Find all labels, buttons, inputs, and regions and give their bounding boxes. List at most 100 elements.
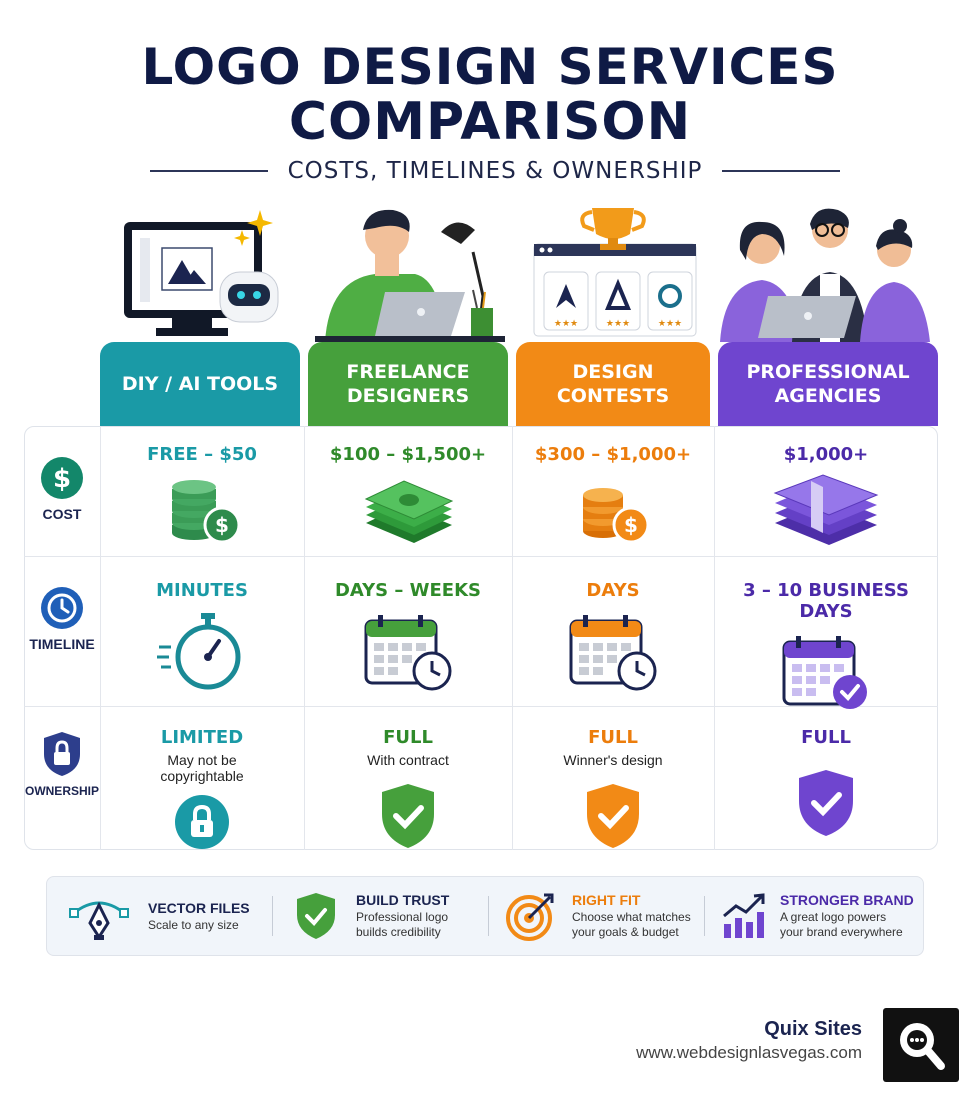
feature-title: BUILD TRUST: [356, 892, 450, 908]
ownership-note: copyrightable: [160, 768, 244, 784]
stopwatch-icon: [157, 613, 241, 690]
cost-value: FREE – $50: [147, 444, 257, 465]
feature-title: STRONGER BRAND: [780, 892, 914, 908]
cost-cell-agencies: $1,000+: [714, 444, 938, 547]
cost-value: $100 – $1,500+: [329, 444, 487, 465]
cash-stack-icon: [364, 480, 454, 543]
row-label-cost: $ COST: [24, 456, 100, 522]
features-strip: [46, 876, 924, 956]
feature-desc: builds credibility: [356, 925, 441, 939]
shield-check-icon: [587, 784, 639, 848]
coin-stack-icon: $: [172, 480, 241, 544]
feature-desc: Scale to any size: [148, 917, 239, 932]
divider: [24, 556, 938, 557]
calendar-check-icon: [782, 636, 867, 709]
feature-title: RIGHT FIT: [572, 892, 641, 908]
clock-icon: [41, 587, 83, 629]
calendar-clock-icon: [569, 615, 657, 691]
column-label: DESIGN: [572, 361, 654, 383]
timeline-value: DAYS – WEEKS: [334, 580, 482, 601]
svg-text:★★★: ★★★: [658, 318, 682, 328]
pen-tool-icon: [69, 901, 129, 940]
cost-cell-contests: $300 – $1,000+ $: [512, 444, 714, 545]
svg-text:$: $: [215, 513, 229, 537]
divider: [714, 426, 715, 850]
brand-logo: [883, 1008, 959, 1082]
trophy-browser-icon: ★★★ ★★★ ★★★: [533, 208, 697, 337]
subtitle: COSTS, TIMELINES & OWNERSHIP: [287, 158, 703, 184]
svg-text:$: $: [624, 513, 638, 537]
ownership-cell-contests: FULL Winner's design: [512, 727, 714, 850]
feature-desc: A great logo powers: [780, 910, 887, 924]
feature-right-fit: RIGHT FIT Choose what matches your goals…: [506, 876, 691, 956]
divider: [272, 896, 273, 936]
shield-check-icon: [382, 784, 434, 848]
brand-block: Quix Sites www.webdesignlasvegas.com: [636, 1018, 862, 1063]
coin-stack-icon: $: [583, 488, 650, 544]
row-label-ownership: OWNERSHIP: [24, 730, 100, 798]
ownership-cell-diy: LIMITED May not be copyrightable: [100, 727, 304, 850]
ownership-value: LIMITED: [160, 727, 244, 748]
cost-cell-diy: FREE – $50 $: [100, 444, 304, 545]
magnifier-chat-icon: [900, 1023, 945, 1070]
feature-vector-files: VECTOR FILES Scale to any size: [68, 876, 250, 956]
column-header-diy-ai-tools: DIY / AI TOOLS: [100, 342, 300, 426]
divider: [304, 426, 305, 850]
shield-check-icon: [297, 893, 335, 939]
feature-desc: your brand everywhere: [780, 925, 903, 939]
computer-robot-icon: [124, 210, 279, 336]
ownership-value: FULL: [801, 727, 851, 748]
brand-name: Quix Sites: [764, 1018, 862, 1040]
ownership-value: FULL: [588, 727, 638, 748]
growth-chart-icon: [723, 893, 765, 938]
divider: [512, 426, 513, 850]
divider: [150, 170, 268, 172]
ownership-note: May not be: [167, 752, 237, 768]
cash-bundle-icon: [773, 474, 879, 545]
column-label: CONTESTS: [556, 385, 670, 407]
ownership-note: With contract: [367, 752, 449, 768]
dollar-icon: $: [41, 457, 83, 499]
timeline-cell-agencies: 3 – 10 BUSINESS DAYS: [714, 580, 938, 712]
svg-text:★★★: ★★★: [554, 318, 578, 328]
row-label-text: TIMELINE: [29, 636, 95, 652]
svg-text:★★★: ★★★: [606, 318, 630, 328]
cost-cell-freelance: $100 – $1,500+: [304, 444, 512, 545]
brand-url: www.webdesignlasvegas.com: [636, 1043, 862, 1062]
padlock-icon: [44, 732, 80, 776]
ownership-cell-freelance: FULL With contract: [304, 727, 512, 850]
feature-desc: your goals & budget: [572, 925, 679, 939]
timeline-cell-diy: MINUTES: [100, 580, 304, 691]
feature-build-trust: BUILD TRUST Professional logo builds cre…: [294, 876, 449, 956]
column-label: AGENCIES: [774, 385, 882, 407]
svg-text:$: $: [53, 464, 71, 494]
divider: [24, 706, 938, 707]
timeline-value: MINUTES: [156, 580, 248, 601]
calendar-clock-icon: [364, 615, 452, 691]
feature-desc: Choose what matches: [572, 910, 691, 924]
target-icon: [506, 893, 554, 941]
page-title-line1: LOGO DESIGN SERVICES: [141, 38, 839, 96]
feature-title: VECTOR FILES: [148, 899, 250, 916]
ownership-note: Winner's design: [563, 752, 663, 768]
timeline-value: DAYS: [586, 580, 640, 601]
divider: [100, 426, 101, 850]
shield-check-icon: [799, 770, 853, 836]
ownership-value: FULL: [383, 727, 433, 748]
row-label-text: COST: [42, 506, 82, 522]
divider: [488, 896, 489, 936]
timeline-cell-contests: DAYS: [512, 580, 714, 691]
feature-stronger-brand: STRONGER BRAND A great logo powers your …: [720, 876, 914, 956]
column-label: FREELANCE: [346, 361, 470, 383]
designer-laptop-icon: [315, 209, 505, 342]
divider: [722, 170, 841, 172]
divider: [704, 896, 705, 936]
cost-value: $300 – $1,000+: [534, 444, 692, 465]
row-label-text: OWNERSHIP: [24, 784, 99, 798]
column-label: DIY / AI TOOLS: [121, 373, 279, 395]
ownership-cell-agencies: FULL: [714, 727, 938, 838]
row-label-timeline: TIMELINE: [24, 586, 100, 652]
